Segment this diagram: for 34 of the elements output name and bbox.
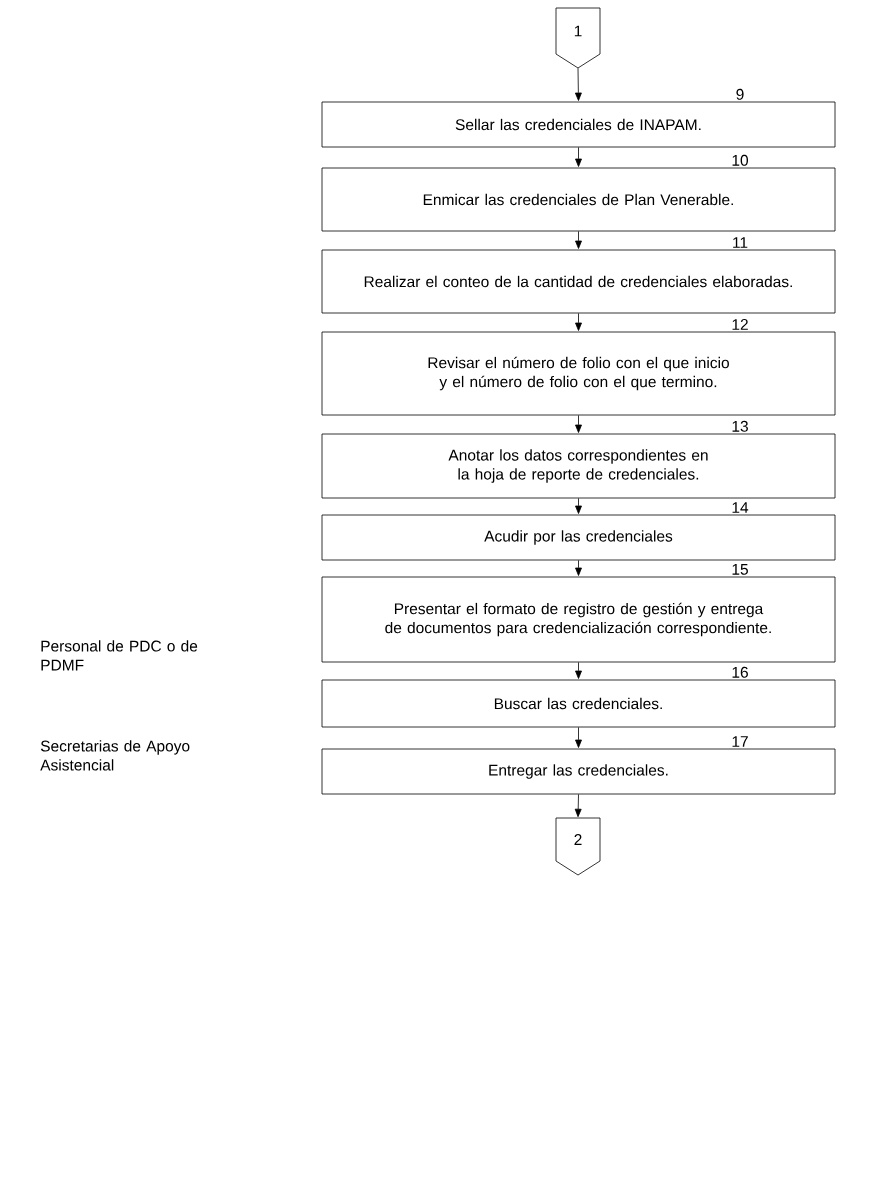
process-box: Anotar los datos correspondientes en la hoja de reporte de credenciales. bbox=[321, 433, 836, 499]
arrow bbox=[575, 147, 582, 167]
arrow bbox=[574, 794, 582, 818]
role-label: Secretarias de Apoyo Asistencial bbox=[40, 740, 190, 771]
connector-symbol bbox=[555, 817, 601, 876]
arrow bbox=[575, 560, 582, 576]
step-number: 9 bbox=[736, 88, 744, 100]
process-box: Realizar el conteo de la cantidad de credenciales elaboradas. bbox=[321, 249, 836, 314]
process-box: Sellar las credenciales de INAPAM. bbox=[321, 101, 836, 148]
arrow bbox=[574, 67, 582, 101]
arrow bbox=[575, 415, 582, 433]
arrow bbox=[575, 313, 582, 331]
connector-number: 2 bbox=[574, 834, 582, 845]
arrow bbox=[575, 662, 582, 679]
step-number: 15 bbox=[732, 564, 748, 575]
process-box: Enmicar las credenciales de Plan Venerable. bbox=[321, 167, 836, 232]
step-number: 13 bbox=[732, 420, 748, 432]
process-box: Revisar el número de folio con el que inicio y el número de folio con el que termino. bbox=[321, 331, 836, 416]
arrow bbox=[575, 727, 582, 748]
step-number: 16 bbox=[732, 666, 748, 678]
connector-number: 1 bbox=[574, 25, 582, 37]
process-box: Presentar el formato de registro de gestión y entrega de documentos para credencialización correspondiente. bbox=[321, 576, 836, 663]
connector-symbol bbox=[555, 7, 601, 69]
step-number: 12 bbox=[732, 319, 748, 330]
arrow bbox=[575, 498, 582, 514]
process-box: Buscar las credenciales. bbox=[321, 679, 836, 728]
step-number: 14 bbox=[732, 502, 749, 513]
step-number: 17 bbox=[732, 736, 748, 747]
arrow bbox=[575, 231, 582, 249]
step-number: 11 bbox=[733, 237, 748, 248]
process-box: Entregar las credenciales. bbox=[321, 748, 836, 795]
process-box: Acudir por las credenciales bbox=[321, 514, 836, 561]
step-number: 10 bbox=[732, 154, 748, 166]
role-label: Personal de PDC o de PDMF bbox=[41, 640, 198, 671]
